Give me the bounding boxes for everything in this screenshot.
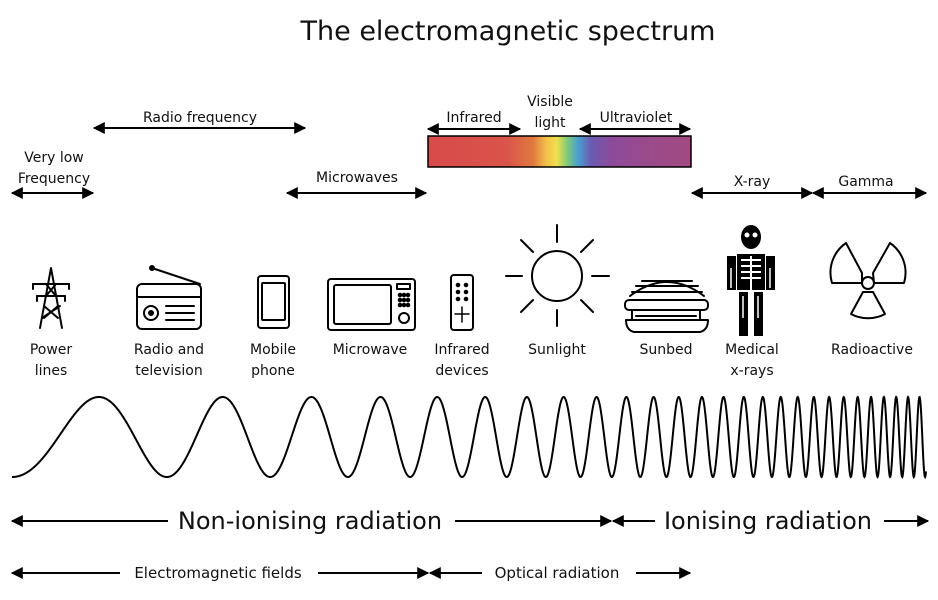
- band-label-microwaves: Microwaves: [316, 170, 398, 186]
- source-label: lines: [35, 363, 68, 379]
- band-x-ray: X-ray: [690, 174, 814, 199]
- source-label: Radioactive: [831, 342, 913, 358]
- source-label: television: [135, 363, 202, 379]
- band-label-x-ray: X-ray: [734, 174, 771, 190]
- non-ionising-group: Non-ionising radiation: [10, 507, 613, 535]
- optical-radiation-label: Optical radiation: [495, 564, 620, 582]
- band-very-low-frequency: Very low Frequency: [10, 150, 95, 199]
- source-label: Infrared: [434, 342, 489, 358]
- ionising-label: Ionising radiation: [664, 507, 872, 535]
- source-label: Medical: [725, 342, 779, 358]
- source-label: Radio and: [134, 342, 204, 358]
- mobile-phone-icon: [257, 275, 290, 329]
- sun-icon: [505, 224, 610, 327]
- source-label: Sunlight: [528, 342, 586, 358]
- source-label: phone: [251, 363, 295, 379]
- band-label-gamma: Gamma: [838, 174, 893, 190]
- band-gamma: Gamma: [811, 174, 928, 199]
- source-labels: Power lines Radio and television Mobile phone…: [30, 342, 913, 379]
- electromagnetic-fields-label: Electromagnetic fields: [134, 564, 302, 582]
- electromagnetic-fields-group: Electromagnetic fields: [10, 564, 430, 582]
- band-label-radio-frequency: Radio frequency: [143, 110, 257, 126]
- microwave-oven-icon: [327, 278, 416, 331]
- em-wave: [12, 395, 927, 480]
- source-label: Power: [30, 342, 73, 358]
- sunbed-icon: [624, 280, 709, 333]
- source-label: Sunbed: [639, 342, 692, 358]
- band-label-visible-line1: Visible: [527, 94, 573, 110]
- source-label: devices: [435, 363, 488, 379]
- band-microwaves: Microwaves: [285, 170, 428, 199]
- optical-radiation-group: Optical radiation: [428, 564, 692, 582]
- band-label-infrared: Infrared: [446, 110, 501, 126]
- band-radio-frequency: Radio frequency: [92, 110, 307, 134]
- source-label: x-rays: [730, 363, 773, 379]
- source-label: Mobile: [250, 342, 296, 358]
- remote-control-icon: [450, 274, 474, 331]
- band-visible-light: Visible light: [527, 94, 573, 131]
- source-label: Microwave: [333, 342, 408, 358]
- radio-icon: [136, 265, 202, 330]
- band-label-ultraviolet: Ultraviolet: [600, 110, 673, 126]
- page-title: The electromagnetic spectrum: [300, 16, 716, 47]
- skeleton-icon: [727, 225, 775, 336]
- band-label-very-low-line1: Very low: [24, 150, 84, 166]
- radiation-symbol-icon: [829, 242, 907, 320]
- ionising-group: Ionising radiation: [611, 507, 930, 535]
- band-label-very-low-line2: Frequency: [18, 171, 90, 187]
- band-label-visible-line2: light: [534, 115, 566, 131]
- band-ultraviolet: Ultraviolet: [578, 110, 692, 135]
- band-infrared: Infrared: [426, 110, 522, 135]
- power-pylon-icon: [32, 267, 70, 329]
- visible-spectrum-bar: [427, 135, 692, 168]
- non-ionising-label: Non-ionising radiation: [178, 507, 442, 535]
